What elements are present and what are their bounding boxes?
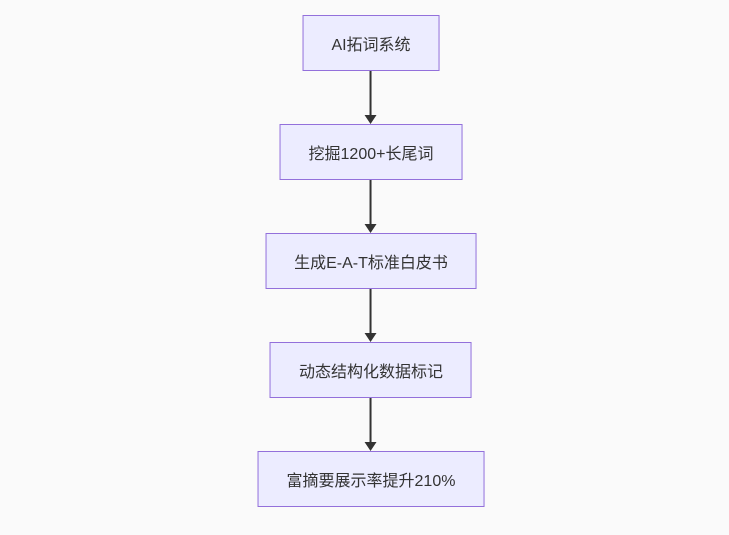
arrow-shaft [370,180,372,225]
arrow-connector-1 [365,71,377,124]
arrow-connector-4 [365,398,377,451]
arrowhead-down-icon [365,224,377,233]
flow-node-ai-word-expansion-system: AI拓词系统 [302,15,440,71]
flow-node-mine-longtail-keywords: 挖掘1200+长尾词 [279,124,463,180]
arrow-connector-2 [365,180,377,233]
arrow-shaft [370,398,372,443]
arrowhead-down-icon [365,333,377,342]
arrow-shaft [370,289,372,334]
arrow-connector-3 [365,289,377,342]
arrowhead-down-icon [365,115,377,124]
flow-node-rich-snippet-rate-increase: 富摘要展示率提升210% [257,451,485,507]
flow-node-generate-eat-whitepaper: 生成E-A-T标准白皮书 [265,233,477,289]
arrowhead-down-icon [365,442,377,451]
arrow-shaft [370,71,372,116]
flow-node-dynamic-structured-data-markup: 动态结构化数据标记 [269,342,472,398]
flowchart: AI拓词系统 挖掘1200+长尾词 生成E-A-T标准白皮书 动态结构化数据标记… [257,15,485,507]
